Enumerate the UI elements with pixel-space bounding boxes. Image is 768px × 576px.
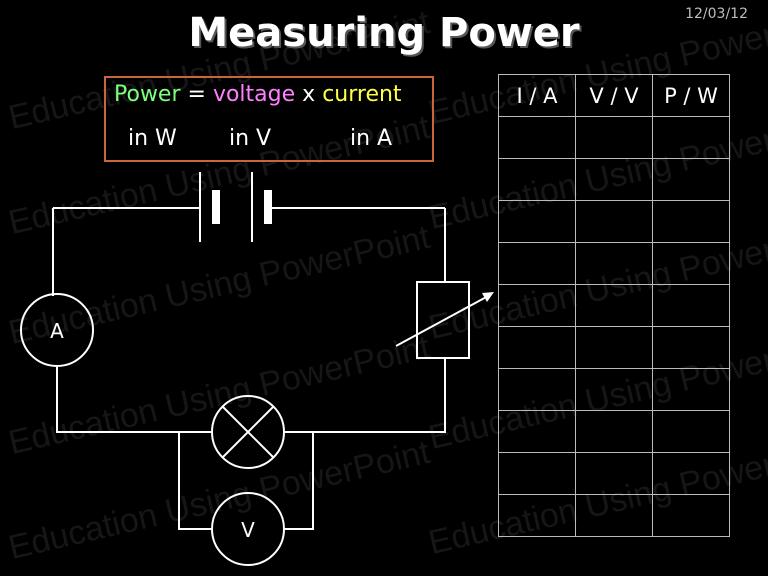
table-row — [498, 242, 730, 285]
table-cell[interactable] — [498, 158, 576, 201]
table-cell[interactable] — [652, 326, 730, 369]
table-row — [498, 494, 730, 537]
wire-left-lower — [56, 366, 212, 433]
table-cell[interactable] — [498, 242, 576, 285]
voltmeter-circle — [211, 492, 285, 566]
battery-short-plate-1 — [212, 190, 220, 224]
table-cell[interactable] — [652, 242, 730, 285]
voltage-unit: in V — [229, 126, 272, 151]
battery-long-plate-2 — [251, 172, 253, 242]
formula-times: x — [302, 82, 316, 107]
resistor-arrow-line — [395, 294, 491, 347]
table-cell[interactable] — [652, 284, 730, 327]
table-cell[interactable] — [498, 452, 576, 495]
table-cell[interactable] — [498, 284, 576, 327]
lamp-cross — [221, 405, 275, 459]
table-cell[interactable] — [575, 284, 653, 327]
variable-resistor — [416, 281, 470, 359]
table-cell[interactable] — [575, 116, 653, 159]
resistor-arrow-head — [482, 292, 494, 302]
table-row — [498, 326, 730, 369]
table-row — [498, 368, 730, 411]
voltmeter-label: V — [241, 518, 255, 542]
table-row — [498, 200, 730, 243]
table-cell[interactable] — [575, 158, 653, 201]
battery-long-plate-1 — [199, 172, 201, 242]
table-cell[interactable] — [652, 368, 730, 411]
table-row — [498, 410, 730, 453]
table-cell[interactable] — [498, 200, 576, 243]
wire-right-lower — [284, 358, 446, 433]
table-cell[interactable] — [652, 494, 730, 537]
table-row — [498, 284, 730, 327]
formula-current: current — [322, 82, 402, 107]
formula-box: Power = voltage x current in W in V in A — [104, 76, 434, 162]
table-cell[interactable] — [498, 116, 576, 159]
table-cell[interactable] — [652, 158, 730, 201]
power-unit: in W — [128, 126, 177, 151]
battery-short-plate-2 — [264, 190, 272, 224]
table-cell[interactable] — [575, 326, 653, 369]
table-cell[interactable] — [652, 200, 730, 243]
lamp-circle — [211, 395, 285, 469]
table-row — [498, 158, 730, 201]
table-cell[interactable] — [575, 410, 653, 453]
power-formula: Power = voltage x current — [114, 82, 402, 107]
slide-date: 12/03/12 — [685, 6, 748, 22]
header-voltage: V / V — [575, 74, 653, 117]
header-power: P / W — [652, 74, 730, 117]
table-cell[interactable] — [652, 116, 730, 159]
table-cell[interactable] — [575, 368, 653, 411]
table-cell[interactable] — [575, 452, 653, 495]
table-cell[interactable] — [652, 452, 730, 495]
formula-voltage: voltage — [212, 82, 296, 107]
formula-power: Power — [114, 82, 181, 107]
ammeter-label: A — [50, 319, 64, 343]
formula-equals: = — [187, 82, 206, 107]
table-cell[interactable] — [575, 494, 653, 537]
slide-title: Measuring Power — [188, 10, 580, 56]
voltmeter-wire-right — [284, 432, 314, 530]
table-row — [498, 452, 730, 495]
table-cell[interactable] — [575, 200, 653, 243]
voltmeter-wire-left — [178, 432, 212, 530]
table-cell[interactable] — [652, 410, 730, 453]
results-table: I / A V / V P / W — [498, 74, 730, 537]
table-body — [498, 116, 730, 537]
table-row — [498, 116, 730, 159]
header-current: I / A — [498, 74, 576, 117]
table-cell[interactable] — [498, 368, 576, 411]
current-unit: in A — [350, 126, 393, 151]
table-cell[interactable] — [575, 242, 653, 285]
table-cell[interactable] — [498, 410, 576, 453]
table-cell[interactable] — [498, 494, 576, 537]
table-cell[interactable] — [498, 326, 576, 369]
